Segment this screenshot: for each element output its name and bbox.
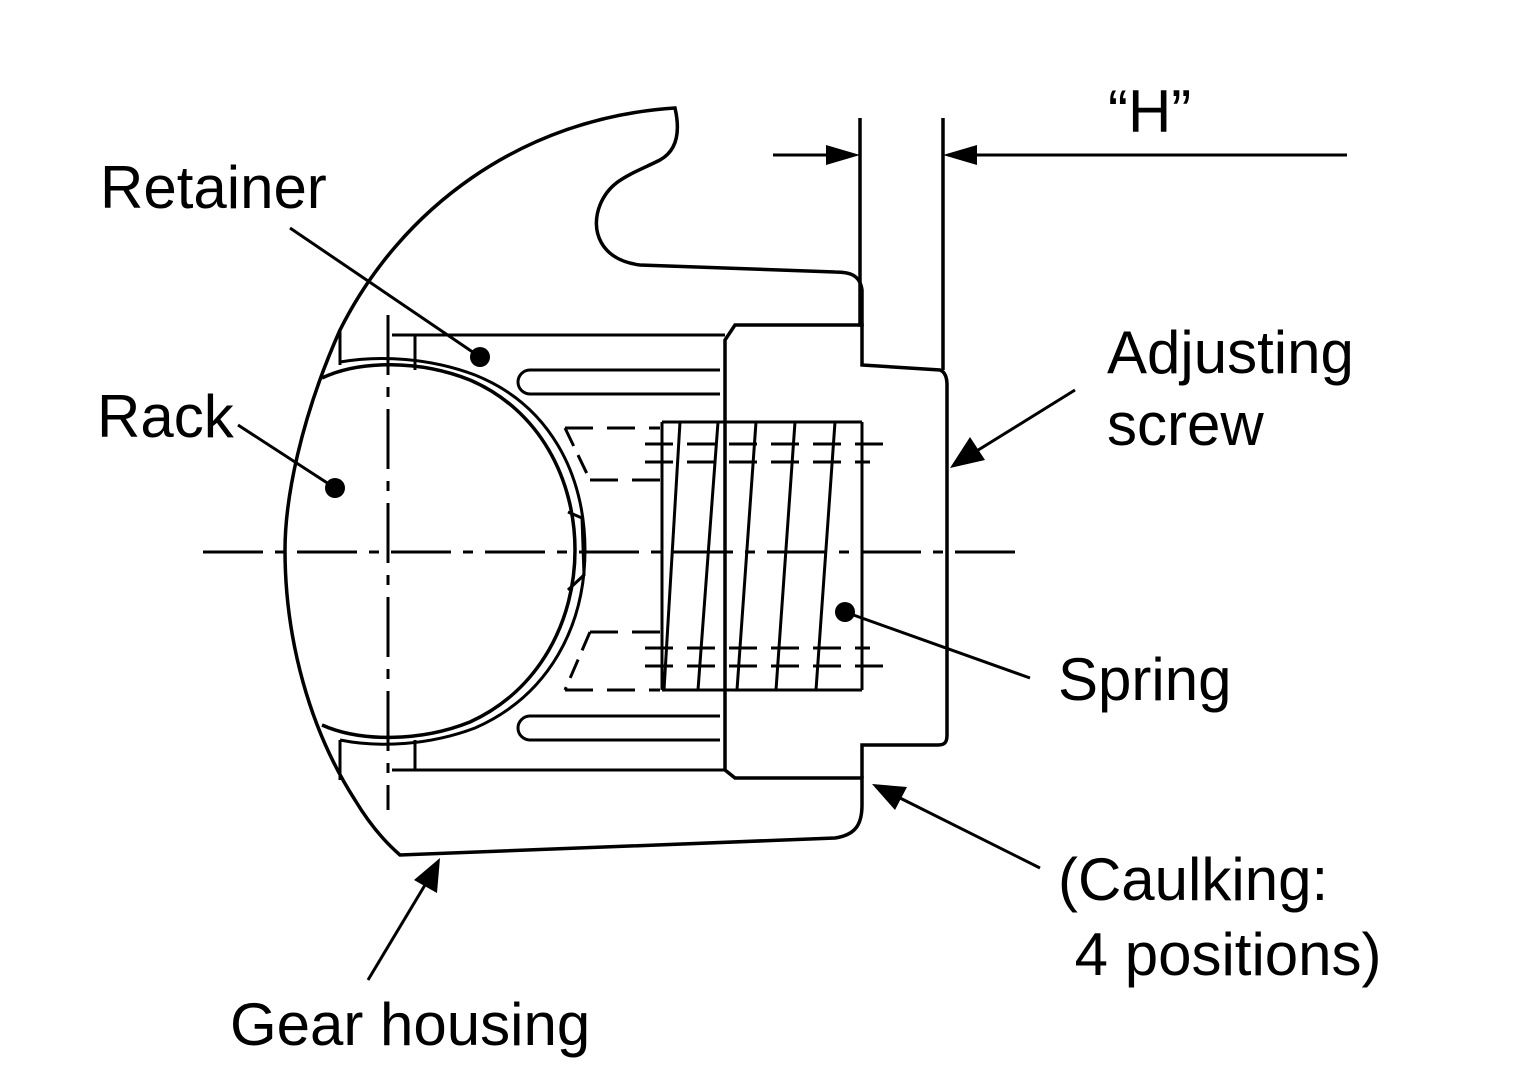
retainer-dot (470, 347, 490, 367)
rack-dot (325, 478, 345, 498)
label-retainer: Retainer (100, 154, 327, 221)
center-lines (203, 315, 1018, 810)
label-spring: Spring (1058, 646, 1231, 713)
label-positions: 4 positions) (1058, 921, 1382, 988)
spring (563, 420, 890, 692)
label-adjusting: Adjusting (1107, 319, 1354, 386)
label-rack: Rack (97, 383, 235, 450)
label-screw: screw (1107, 391, 1264, 458)
gear-housing-outline (283, 106, 864, 857)
adjusting-screw-body (858, 118, 949, 778)
label-caulking: (Caulking: (1058, 846, 1328, 913)
label-gear-housing: Gear housing (230, 991, 590, 1058)
dimension-h (773, 145, 1347, 165)
retainer-body (338, 330, 725, 780)
label-dimension-h: “H” (1108, 78, 1191, 145)
rack-shape (321, 356, 587, 746)
leader-lines (237, 226, 1076, 981)
spring-dot (835, 602, 855, 622)
